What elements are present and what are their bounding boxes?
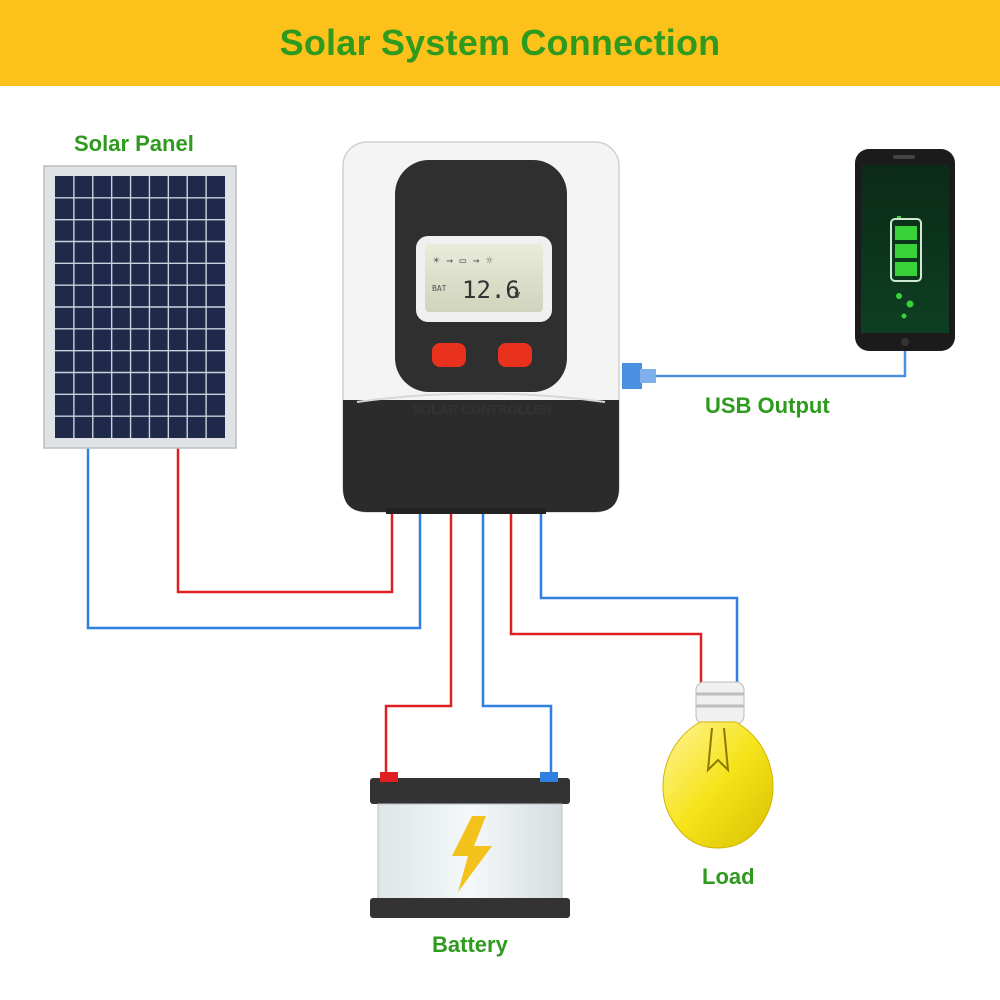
- controller-left-button[interactable]: [432, 343, 466, 367]
- smartphone-icon: [855, 149, 955, 351]
- title-banner: Solar System Connection: [0, 0, 1000, 86]
- wires: [86, 350, 907, 778]
- lcd-unit: v: [514, 288, 521, 301]
- controller-brand-label: SOLAR CONTROLLER: [412, 402, 552, 417]
- solar-positive-wire: [176, 448, 394, 594]
- usb-port: [622, 363, 642, 389]
- usb-output-label: USB Output: [705, 393, 830, 418]
- load-positive-wire: [509, 512, 703, 686]
- lcd-bat-label: BAT: [432, 284, 447, 293]
- battery-label: Battery: [432, 932, 508, 957]
- usb-cable: [655, 350, 907, 378]
- charge-controller-icon: ☀ → ▭ → ☼ BAT 12.6 v SOLAR CONTROLLER: [342, 141, 656, 514]
- battery-negative-wire: [481, 512, 553, 778]
- battery-positive-wire: [384, 512, 453, 778]
- light-bulb-icon: [662, 681, 774, 849]
- controller-right-button[interactable]: [498, 343, 532, 367]
- solar-negative-wire: [86, 448, 422, 630]
- solar-panel-icon: [43, 165, 237, 449]
- page-title: Solar System Connection: [279, 22, 721, 63]
- lcd-voltage: 12.6: [462, 276, 520, 304]
- solar-panel-label: Solar Panel: [74, 131, 194, 156]
- lightning-bolt-icon: [452, 816, 492, 892]
- load-negative-wire: [539, 512, 739, 686]
- load-label: Load: [702, 864, 755, 889]
- battery-icon: [370, 772, 570, 918]
- lcd-icons: ☀ → ▭ → ☼: [433, 254, 493, 267]
